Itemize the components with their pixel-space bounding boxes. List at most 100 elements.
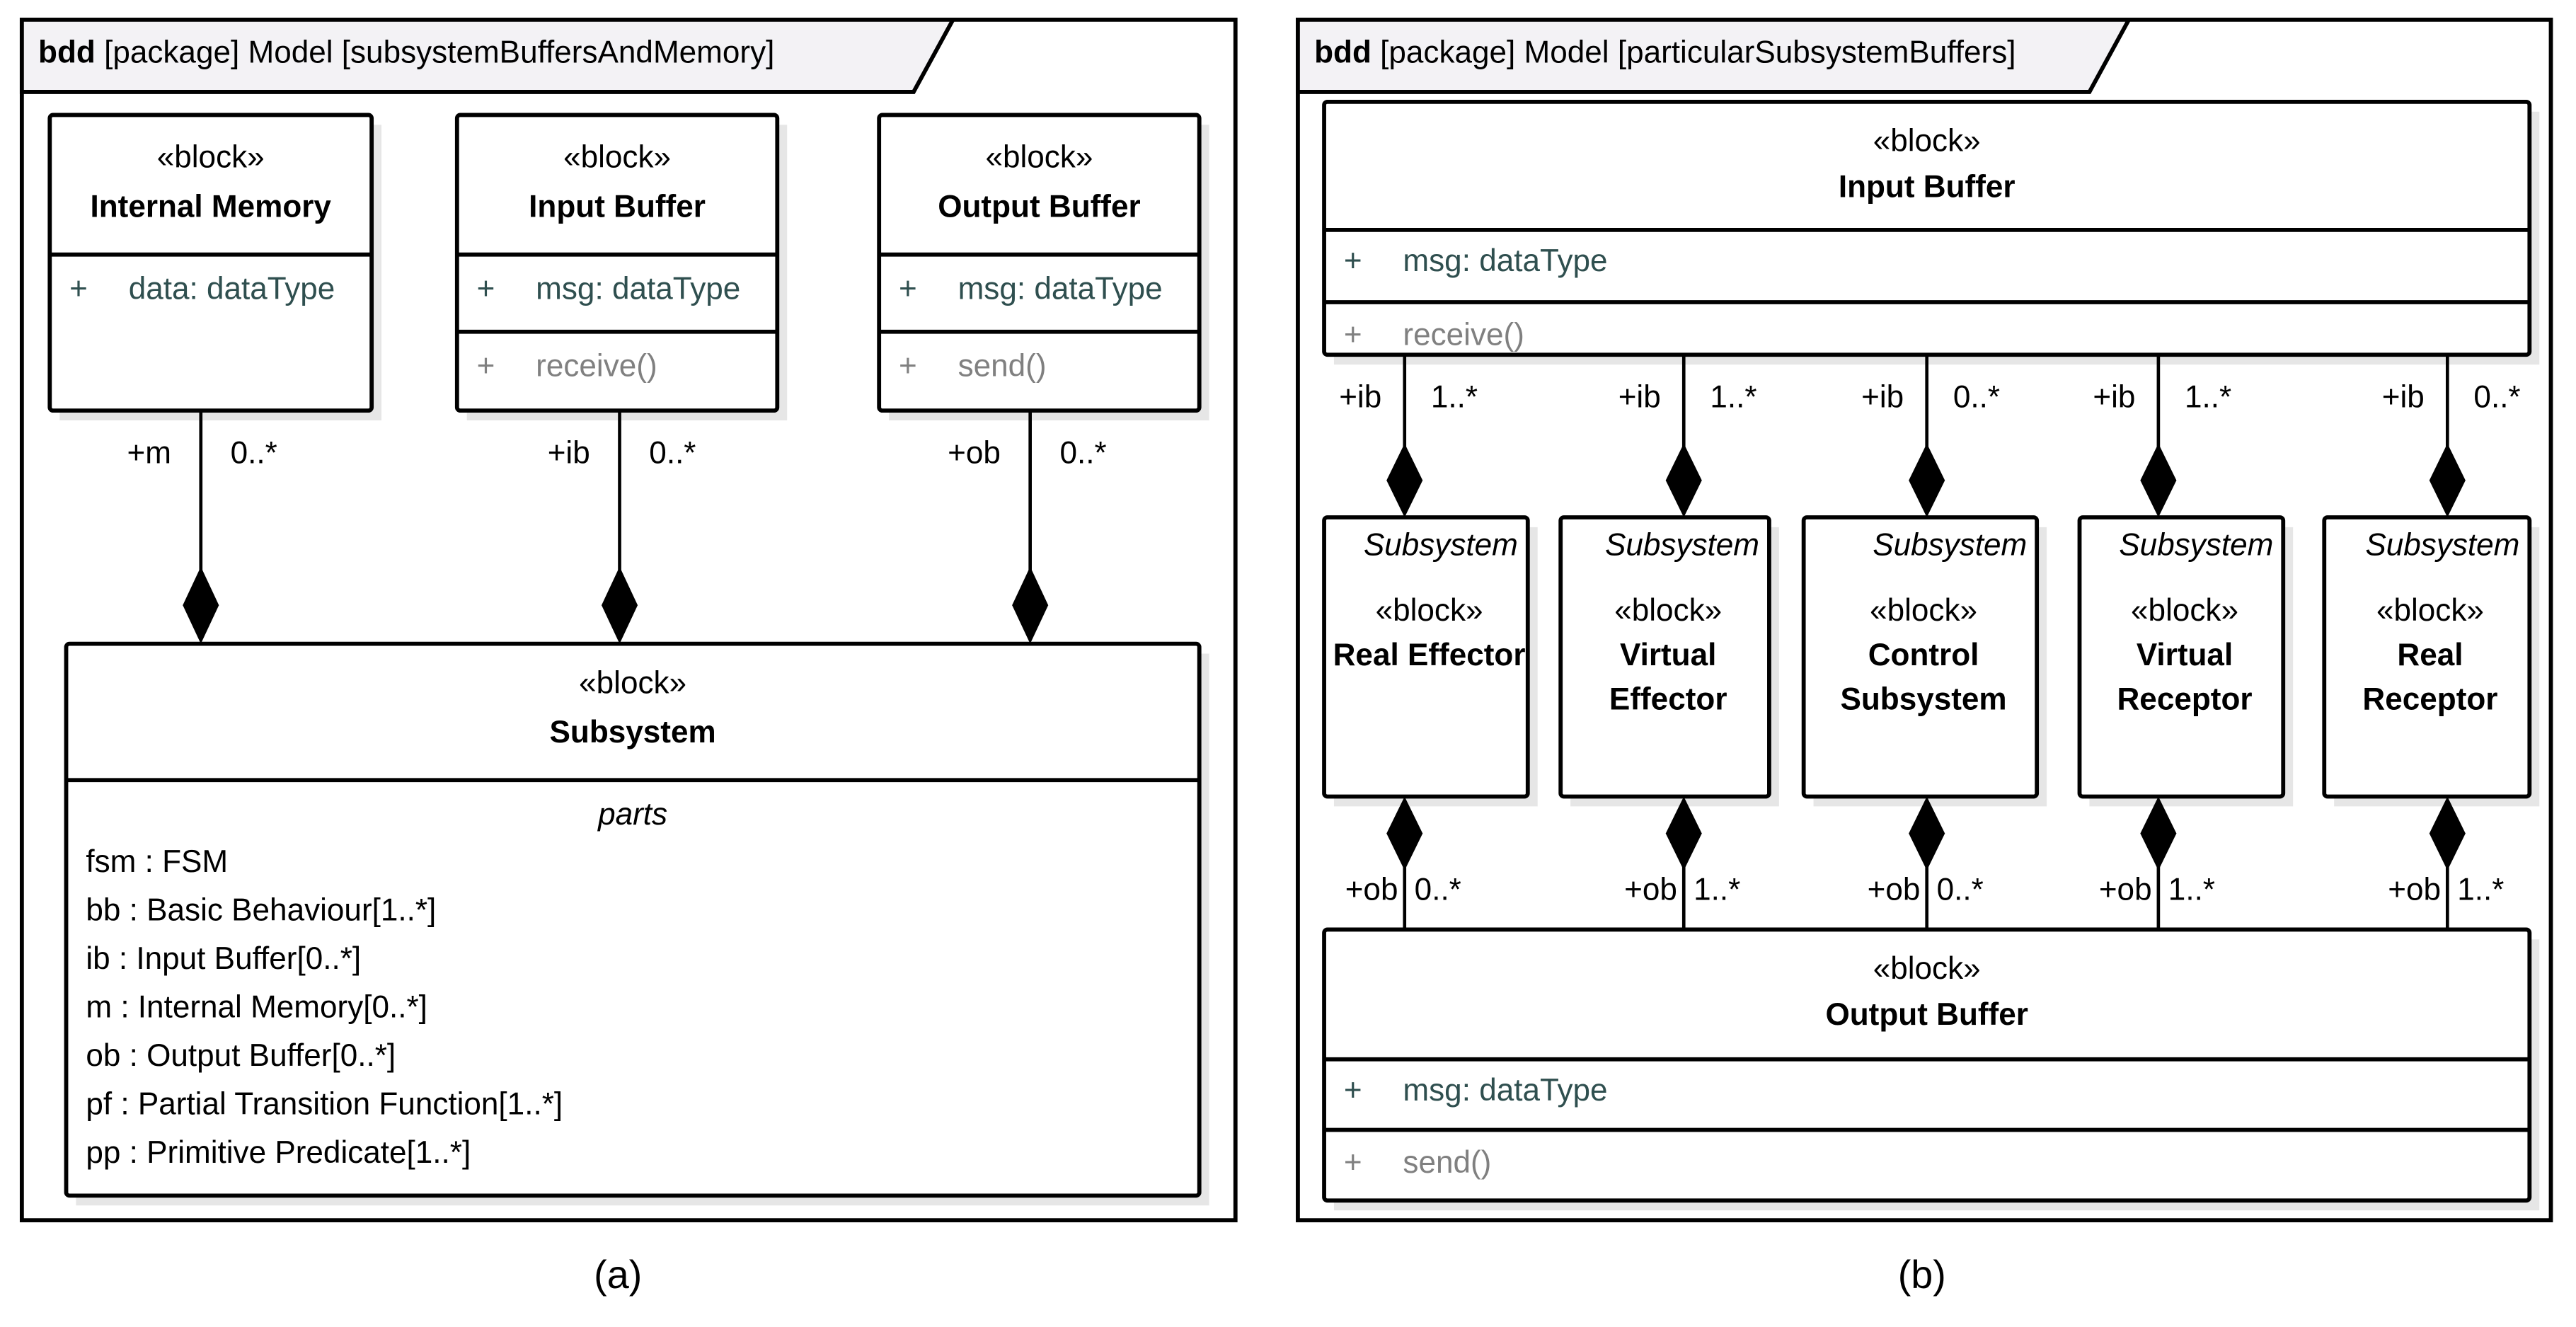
block-border — [47, 113, 374, 413]
block-attribute: msg: dataType — [958, 271, 1163, 306]
association-multiplicity: 0..* — [231, 435, 277, 470]
block-attribute-visibility: + — [477, 271, 495, 306]
part-property: ob : Output Buffer[0..*] — [86, 1038, 396, 1073]
association-multiplicity: 0..* — [2473, 380, 2520, 415]
association-role: +ob — [948, 435, 1001, 470]
composition-diamond-icon — [2429, 443, 2466, 517]
block-stereotype: «block» — [985, 140, 1093, 175]
association-multiplicity: 0..* — [1953, 380, 2000, 415]
block-name: Input Buffer — [1839, 170, 2016, 205]
block-attribute: msg: dataType — [536, 271, 740, 306]
block-internal-memory: «block»Internal Memory+data: dataType — [47, 113, 382, 421]
composition-diamond-icon — [2140, 796, 2177, 871]
block-name: Real — [2397, 638, 2463, 672]
block-name: Real Effector — [1333, 638, 1526, 672]
part-property: pf : Partial Transition Function[1..*] — [86, 1087, 563, 1122]
composition-diamond-icon — [183, 566, 219, 644]
block-border — [2077, 515, 2286, 799]
caption-b: (b) — [1898, 1253, 1946, 1297]
frame-kind: bdd — [38, 35, 104, 69]
block-attribute: data: dataType — [129, 271, 335, 306]
frame-a: bdd [package] Model [subsystemBuffersAnd… — [19, 17, 1238, 1223]
block-attribute-visibility: + — [69, 271, 88, 306]
block-real-effector: Subsystem «block» Real Effector — [1322, 515, 1538, 807]
block-attribute: msg: dataType — [1403, 243, 1607, 278]
block-operation: receive() — [536, 348, 657, 383]
block-name: Effector — [1609, 682, 1727, 717]
block-operation: receive() — [1403, 317, 1524, 352]
block-border — [877, 113, 1202, 413]
block-operation-visibility: + — [899, 348, 917, 383]
block-output-buffer: «block»Output Buffer+msg: dataType+send(… — [877, 113, 1209, 421]
block-border — [1801, 515, 2040, 799]
block-stereotype: «block» — [2131, 593, 2238, 628]
block-name: Receptor — [2117, 682, 2252, 717]
association-role: +ib — [2382, 380, 2425, 415]
frame-b: bdd [package] Model [particularSubsystem… — [1296, 17, 2553, 1223]
block-name: Output Buffer — [1825, 997, 2028, 1032]
block-name: Output Buffer — [938, 189, 1140, 224]
block-name: Internal Memory — [90, 189, 331, 224]
association-role: +ib — [1339, 380, 1381, 415]
association-multiplicity: 0..* — [649, 435, 696, 470]
block-stereotype: «block» — [579, 665, 686, 700]
block-border — [1558, 515, 1771, 799]
composition-diamond-icon — [602, 566, 638, 644]
association-multiplicity: 1..* — [1431, 380, 1478, 415]
block-name: Subsystem — [1840, 682, 2006, 717]
block-border — [1322, 515, 1530, 799]
block-name: Receptor — [2362, 682, 2497, 717]
block-name: Virtual — [1620, 638, 1716, 672]
part-property: fsm : FSM — [86, 844, 228, 879]
block-stereotype: «block» — [1873, 951, 1981, 986]
association-multiplicity: 0..* — [1937, 873, 1984, 907]
association-role: +ob — [2388, 873, 2441, 907]
association-role: +ib — [2093, 380, 2135, 415]
block-stereotype: «block» — [1376, 593, 1483, 628]
frame-tab — [19, 17, 957, 94]
caption-a: (a) — [594, 1253, 642, 1297]
frame-name: [package] Model [subsystemBuffersAndMemo… — [104, 35, 774, 69]
association-multiplicity: 1..* — [1710, 380, 1756, 415]
frame-title: bdd [package] Model [particularSubsystem… — [1314, 35, 2016, 69]
block-operation-visibility: + — [1344, 317, 1362, 352]
block-stereotype: «block» — [1614, 593, 1722, 628]
block-operation: send() — [1403, 1145, 1491, 1180]
block-stereotype: «block» — [563, 140, 671, 175]
frame-title: bdd [package] Model [subsystemBuffersAnd… — [38, 35, 774, 69]
block-name: Virtual — [2137, 638, 2233, 672]
association-role: +ob — [1624, 873, 1677, 907]
block-output-buffer: «block»Output Buffer+msg: dataType+send(… — [1322, 927, 2540, 1211]
association-multiplicity: 1..* — [1694, 873, 1740, 907]
block-stereotype: «block» — [2376, 593, 2484, 628]
association-multiplicity: 1..* — [2457, 873, 2504, 907]
composition-diamond-icon — [2140, 443, 2177, 517]
frame-tab — [1296, 17, 2133, 94]
block-supertype: Subsystem — [1364, 527, 1518, 562]
association-multiplicity: 1..* — [2185, 380, 2231, 415]
part-property: ib : Input Buffer[0..*] — [86, 941, 361, 976]
block-supertype: Subsystem — [1873, 527, 2027, 562]
association-role: +ib — [1618, 380, 1661, 415]
block-operation: send() — [958, 348, 1047, 383]
block-attribute-visibility: + — [1344, 243, 1362, 278]
composition-diamond-icon — [1665, 796, 1702, 871]
association-role: +ib — [1861, 380, 1904, 415]
frame-kind: bdd — [1314, 35, 1380, 69]
association-role: +ib — [548, 435, 590, 470]
block-stereotype: «block» — [1870, 593, 1977, 628]
block-operation-visibility: + — [1344, 1145, 1362, 1180]
composition-diamond-icon — [1012, 566, 1049, 644]
association-role: +m — [127, 435, 171, 470]
association-multiplicity: 0..* — [1415, 873, 1461, 907]
block-border — [454, 113, 780, 413]
block-border — [2322, 515, 2532, 799]
association-role: +ob — [1868, 873, 1921, 907]
block-stereotype: «block» — [1873, 124, 1981, 159]
